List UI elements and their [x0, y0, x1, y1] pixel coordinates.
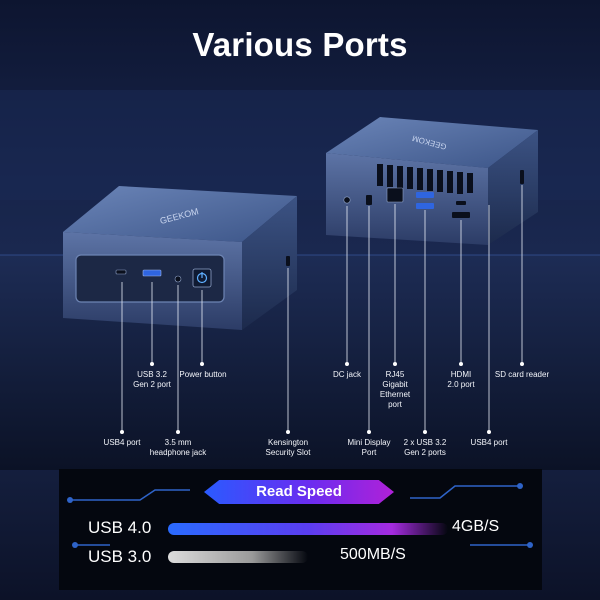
front-port-panel: [75, 254, 225, 303]
usb32-port-front: [142, 269, 162, 277]
usb4-rear-port: [456, 201, 466, 205]
usb40-speed-bar: [168, 523, 448, 535]
callout-dots: [120, 362, 524, 434]
sd-card-slot: [520, 170, 524, 184]
label-usb4-rear: USB4 port: [470, 438, 508, 447]
hdmi-port: [452, 212, 470, 218]
rj45-port: [386, 187, 404, 203]
vent-grille: [377, 164, 473, 194]
usb32-rear-port-2: [416, 203, 434, 209]
headphone-jack: [174, 275, 182, 283]
page-title: Various Ports: [192, 26, 408, 63]
label-dc-jack: DC jack: [332, 370, 361, 379]
usb30-speed-bar: [168, 551, 308, 563]
usb32-rear-port-1: [416, 192, 434, 198]
usb4-port-front: [115, 269, 127, 275]
read-speed-badge: Read Speed: [204, 480, 394, 504]
rear-device-side: [488, 130, 538, 245]
dc-jack-port: [343, 196, 351, 204]
mini-pc-front: GEEKOM: [63, 186, 297, 330]
front-device-top: [63, 186, 297, 242]
label-sd-card: SD card reader: [494, 370, 550, 379]
mini-pc-rear: GEEKOM: [326, 117, 538, 245]
label-usb4-front: USB4 port: [103, 438, 141, 447]
usb30-value: 500MB/S: [340, 546, 406, 563]
kensington-slot: [286, 256, 290, 266]
mini-dp-port: [366, 195, 372, 205]
rear-device-top: [326, 117, 538, 168]
usb30-label: USB 3.0: [88, 547, 152, 566]
callout-lines: [121, 185, 523, 430]
usb40-label: USB 4.0: [88, 518, 152, 537]
front-device-side: [242, 196, 297, 330]
label-power-button: Power button: [179, 370, 227, 379]
usb40-value: 4GB/S: [452, 518, 500, 535]
